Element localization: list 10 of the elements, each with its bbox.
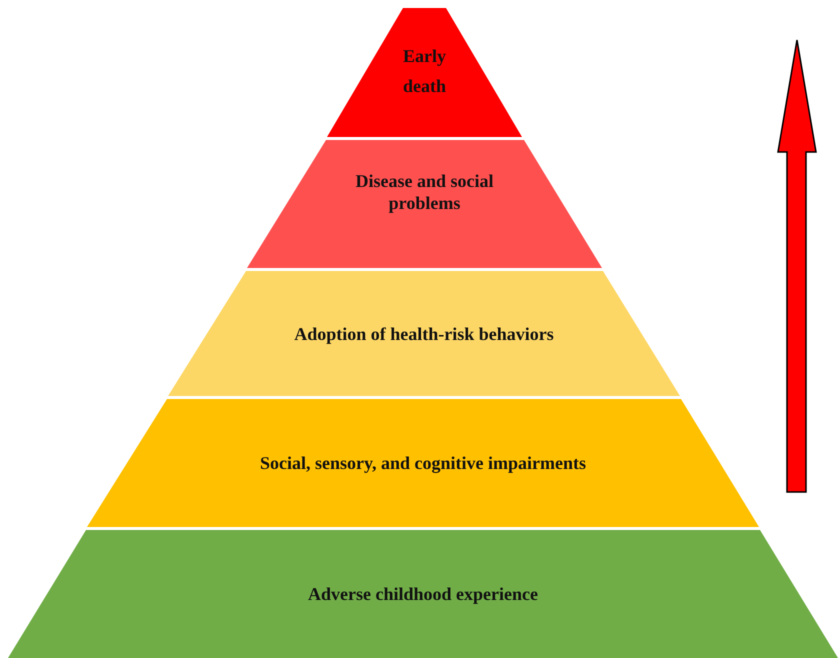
tier-label: Early death bbox=[402, 44, 447, 98]
pyramid-tier bbox=[87, 399, 759, 527]
pyramid-tier bbox=[8, 530, 838, 658]
tier-label: Social, sensory, and cognitive impairments bbox=[258, 452, 587, 474]
tier-label: Adoption of health-risk behaviors bbox=[293, 322, 555, 344]
pyramid-tier bbox=[247, 140, 602, 268]
pyramid-tier bbox=[327, 8, 522, 137]
tier-label: Disease and social problems bbox=[354, 170, 494, 214]
pyramid-tier bbox=[168, 271, 680, 396]
tier-label: Adverse childhood experience bbox=[307, 583, 539, 605]
